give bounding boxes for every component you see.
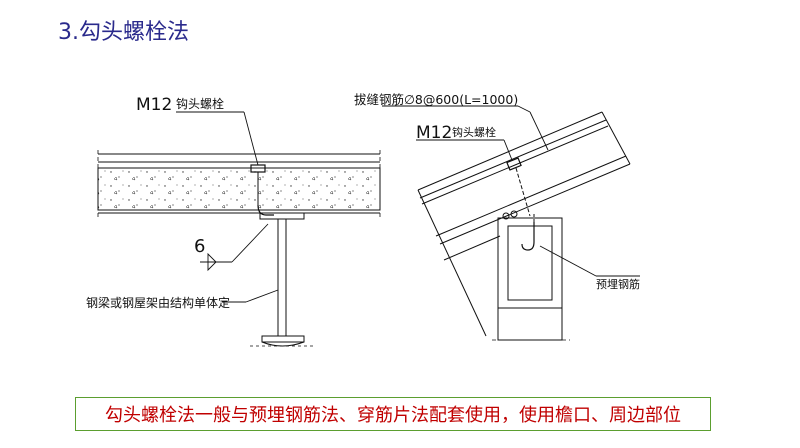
left-bolt-name-label: 钩头螺栓 [176,96,224,111]
page-title: 3.勾头螺栓法 [58,20,189,45]
rebar-label: 拔缝钢筋∅8@600(L=1000) [354,92,518,107]
note-box: 勾头螺栓法一般与预埋钢筋法、穿筋片法配套使用，使用檐口、周边部位 [75,397,711,431]
embed-rebar-label: 预埋钢筋 [596,277,640,291]
left-bolt-size-label: M12 [136,95,172,115]
right-bolt-size-label: M12 [416,123,452,143]
right-detail [382,105,640,341]
left-detail [97,111,381,347]
note-text: 勾头螺栓法一般与预埋钢筋法、穿筋片法配套使用，使用檐口、周边部位 [105,405,681,426]
right-bolt-name-label: 钩头螺栓 [452,125,496,139]
beam-note-label: 钢梁或钢屋架由结构单体定 [86,295,230,310]
weld-size-label: 6 [194,236,205,257]
